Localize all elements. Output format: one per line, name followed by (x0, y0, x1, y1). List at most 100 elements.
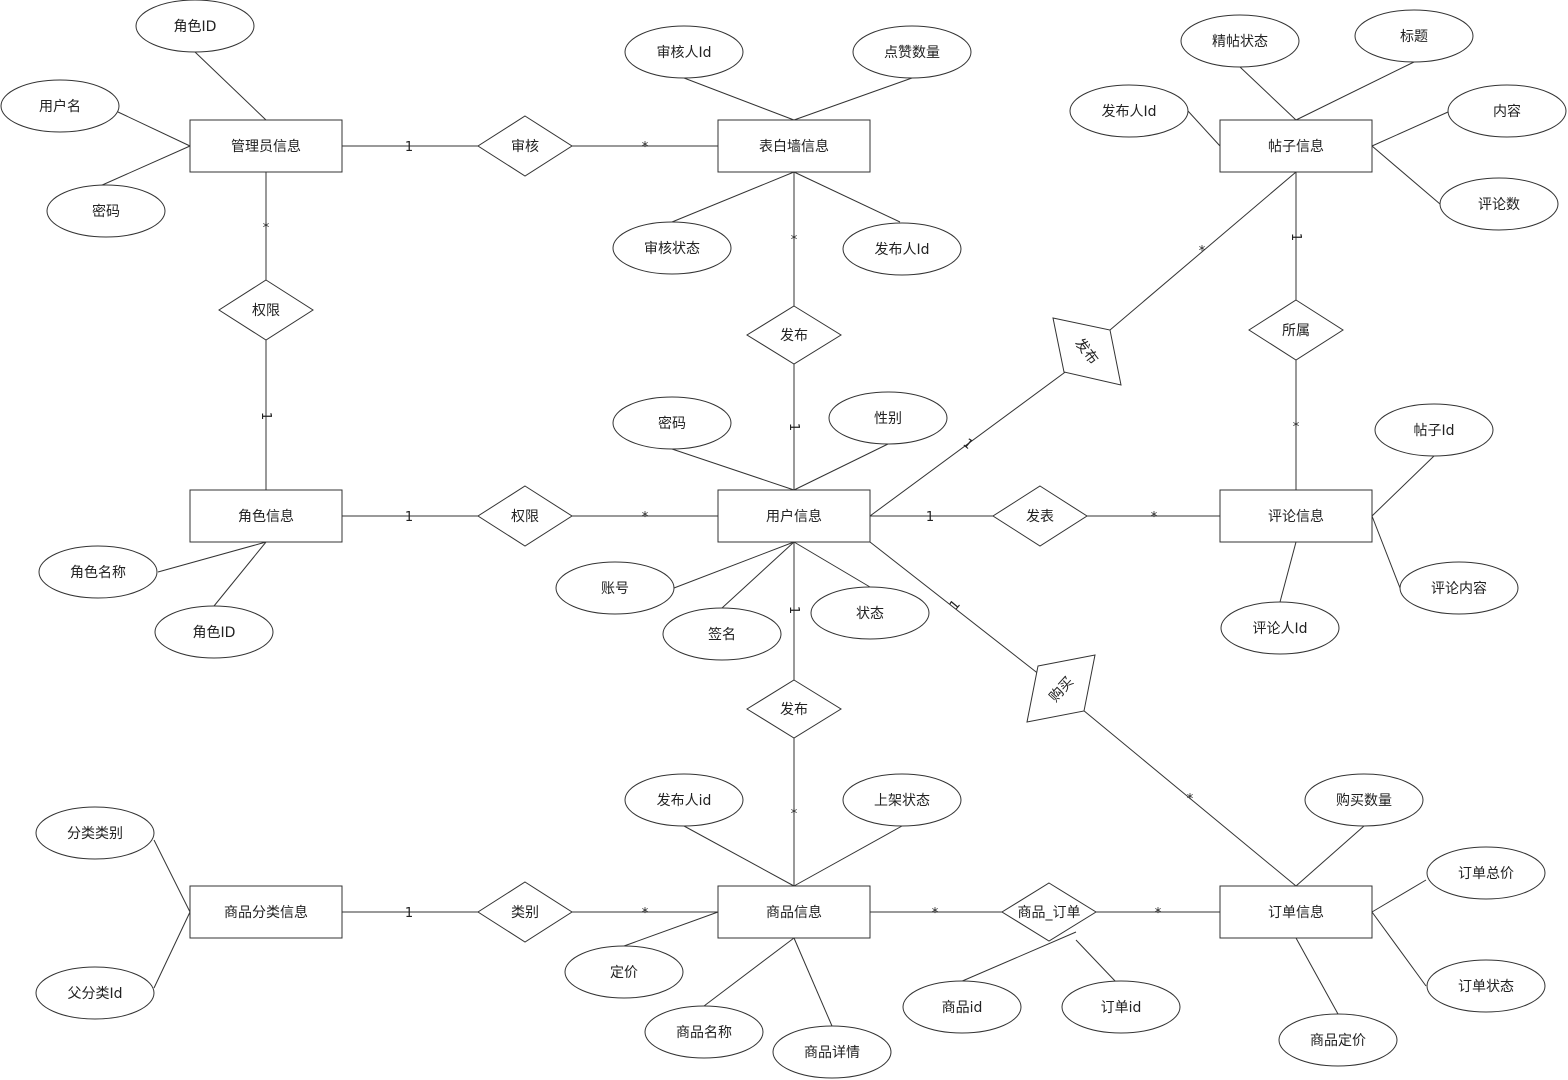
attribute-wall-review-status-label: 审核状态 (644, 241, 700, 257)
attribute-goods-price-label: 定价 (610, 965, 638, 981)
cardinality-markers: 1 * * 1 * 1 * 1 1 * 1 * 1 * 1 * 1 * 1 * … (258, 140, 1303, 921)
cardinality-one: 1 (786, 423, 801, 431)
attribute-post-publisher-id: 发布人Id (1069, 84, 1189, 138)
attribute-wall-review-status: 审核状态 (612, 221, 732, 275)
relationship-user-comment: 发表 (992, 485, 1088, 547)
attribute-post-featured: 精帖状态 (1180, 14, 1300, 68)
attribute-order-total-label: 订单总价 (1458, 866, 1514, 882)
attribute-goods-name-label: 商品名称 (676, 1025, 732, 1041)
attribute-wall-reviewer-id: 审核人Id (624, 25, 744, 79)
attribute-comment-commenter-id-label: 评论人Id (1252, 621, 1307, 637)
entity-category: 商品分类信息 (189, 885, 343, 939)
attribute-user-signature: 签名 (662, 607, 782, 661)
entity-goods-label: 商品信息 (766, 904, 822, 921)
entity-order-label: 订单信息 (1268, 904, 1324, 921)
attribute-post-featured-label: 精帖状态 (1212, 34, 1268, 50)
cardinality-many: * (1155, 906, 1162, 921)
relationship-category-goods-label: 类别 (511, 905, 539, 921)
attribute-wall-reviewer-id-label: 审核人Id (656, 45, 711, 61)
attribute-admin-role-id-label: 角色ID (174, 18, 217, 35)
cardinality-many: * (1151, 510, 1158, 525)
entity-post: 帖子信息 (1219, 119, 1373, 173)
attribute-wall-publisher-id: 发布人Id (842, 222, 962, 276)
cardinality-many: * (642, 140, 649, 155)
cardinality-many: * (791, 807, 798, 822)
entity-user-label: 用户信息 (766, 508, 822, 525)
attribute-user-gender-label: 性别 (874, 411, 902, 427)
cardinality-one: 1 (405, 140, 413, 155)
attribute-user-password-label: 密码 (658, 415, 686, 432)
cardinality-one: 1 (258, 412, 273, 420)
relationship-admin-wall: 审核 (477, 115, 573, 177)
cardinality-many: * (1199, 244, 1206, 259)
attribute-post-content-label: 内容 (1493, 103, 1521, 120)
cardinality-one: 1 (926, 510, 934, 525)
attribute-comment-commenter-id: 评论人Id (1220, 601, 1340, 655)
attribute-order-status: 订单状态 (1426, 959, 1546, 1013)
attribute-admin-username: 用户名 (0, 79, 120, 133)
entity-admin-label: 管理员信息 (231, 138, 301, 155)
attribute-goods-order-order-id-label: 订单id (1101, 1000, 1142, 1016)
attribute-goods-price: 定价 (564, 945, 684, 999)
attribute-goods-publisher-id: 发布人id (624, 773, 744, 827)
relationship-goods-order-label: 商品_订单 (1018, 905, 1081, 921)
cardinality-one: 1 (1288, 233, 1303, 241)
attribute-post-content: 内容 (1447, 84, 1567, 138)
attribute-admin-password: 密码 (46, 184, 166, 238)
entity-admin: 管理员信息 (189, 119, 343, 173)
attribute-comment-post-id-label: 帖子Id (1413, 423, 1454, 439)
entity-role-label: 角色信息 (238, 508, 294, 525)
cardinality-many: * (791, 233, 798, 248)
entity-comment: 评论信息 (1219, 489, 1373, 543)
attribute-user-signature-label: 签名 (708, 626, 736, 643)
relationship-user-comment-label: 发表 (1026, 509, 1054, 525)
attribute-goods-order-goods-id-label: 商品id (942, 1000, 983, 1016)
attribute-category-parent-id: 父分类Id (35, 966, 155, 1020)
cardinality-one: 1 (786, 606, 801, 614)
attribute-comment-content: 评论内容 (1399, 561, 1519, 615)
relationship-wall-user: 发布 (746, 305, 842, 365)
attribute-goods-publisher-id-label: 发布人id (657, 793, 712, 809)
entity-role: 角色信息 (189, 489, 343, 543)
attribute-order-goods-price-label: 商品定价 (1310, 1033, 1366, 1049)
cardinality-one: 1 (405, 906, 413, 921)
attribute-wall-publisher-id-label: 发布人Id (874, 242, 929, 258)
attribute-category-type-label: 分类类别 (67, 826, 123, 842)
cardinality-one: 1 (947, 597, 964, 613)
attribute-category-type: 分类类别 (35, 806, 155, 860)
attribute-admin-username-label: 用户名 (39, 98, 81, 115)
attribute-user-status: 状态 (810, 586, 930, 640)
attribute-goods-shelf-status: 上架状态 (842, 773, 962, 827)
entity-user: 用户信息 (717, 489, 871, 543)
attribute-category-parent-id-label: 父分类Id (67, 986, 122, 1002)
relationship-goods-order: 商品_订单 (1001, 882, 1097, 942)
entity-comment-label: 评论信息 (1268, 508, 1324, 525)
cardinality-many: * (1293, 420, 1300, 435)
relationship-post-comment: 所属 (1248, 299, 1344, 361)
attribute-user-gender: 性别 (828, 391, 948, 445)
attribute-user-account-label: 账号 (601, 581, 629, 597)
attribute-admin-role-id: 角色ID (135, 0, 255, 53)
cardinality-many: * (642, 510, 649, 525)
attribute-role-name: 角色名称 (38, 545, 158, 599)
relationship-admin-role-label: 权限 (252, 303, 280, 319)
entity-post-label: 帖子信息 (1268, 138, 1324, 155)
relationship-user-goods: 发布 (746, 679, 842, 739)
relationship-admin-role: 权限 (218, 279, 314, 341)
relationship-user-order: 购买 (1026, 654, 1096, 723)
entity-category-label: 商品分类信息 (224, 904, 308, 921)
attribute-goods-shelf-status-label: 上架状态 (874, 793, 930, 809)
attribute-order-quantity-label: 购买数量 (1336, 793, 1392, 809)
attribute-comment-content-label: 评论内容 (1431, 580, 1487, 597)
relationship-wall-user-label: 发布 (780, 328, 808, 344)
cardinality-one: 1 (405, 510, 413, 525)
relationship-post-comment-label: 所属 (1282, 323, 1310, 339)
attribute-user-status-label: 状态 (856, 606, 884, 622)
attribute-comment-post-id: 帖子Id (1374, 403, 1494, 457)
attribute-post-title: 标题 (1354, 9, 1474, 63)
entity-order: 订单信息 (1219, 885, 1373, 939)
attribute-order-goods-price: 商品定价 (1278, 1013, 1398, 1067)
attribute-role-name-label: 角色名称 (70, 564, 126, 581)
attribute-role-id-label: 角色ID (193, 624, 236, 641)
